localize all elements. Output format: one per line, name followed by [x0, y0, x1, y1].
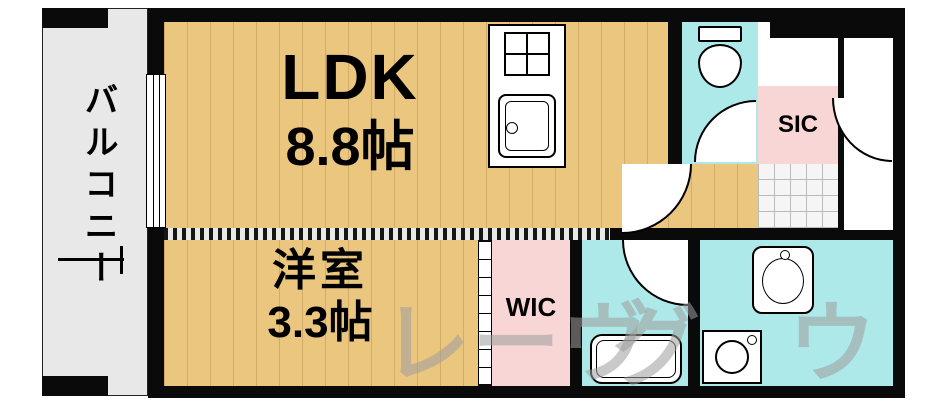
- kitchen-counter: [488, 24, 566, 168]
- window-glass-line: [153, 75, 154, 227]
- toilet-icon: [698, 26, 742, 92]
- balcony-area: [42, 8, 148, 396]
- kitchen-faucet-icon: [506, 122, 518, 134]
- vanity-sink-icon: [752, 246, 814, 314]
- balcony-window: [146, 74, 166, 228]
- balcony-label: バルコニー: [79, 82, 117, 292]
- sliding-partition: [164, 228, 610, 240]
- balcony-wall-top: [42, 8, 108, 28]
- washer-valve-icon: [747, 335, 757, 345]
- ldk-label-block: LDK 8.8帖: [180, 41, 520, 178]
- toilet-tank: [698, 26, 742, 42]
- top-right-wall: [770, 8, 905, 38]
- balcony-partition-mark-tick: [120, 246, 123, 274]
- toilet-bowl: [698, 44, 742, 88]
- washer-drum: [715, 340, 749, 374]
- room-ldk: [164, 22, 668, 228]
- room-youshitsu: [164, 240, 478, 386]
- kitchen-sink-basin: [505, 101, 549, 151]
- ldk-label: LDK: [281, 41, 419, 113]
- entry-tile-floor: [758, 164, 838, 228]
- youshitsu-label: 洋室: [272, 246, 368, 295]
- sic-label: SIC: [777, 111, 818, 138]
- washing-machine-icon: [702, 330, 762, 384]
- vanity-faucet-icon: [780, 250, 790, 260]
- room-wic: [492, 240, 570, 386]
- vanity-basin: [762, 258, 804, 304]
- balcony-wall-bottom: [42, 376, 108, 396]
- kitchen-stove-icon: [504, 32, 550, 76]
- bathtub-inner: [596, 340, 676, 378]
- window-glass-line: [159, 75, 160, 227]
- bathtub-icon: [590, 334, 682, 384]
- youshitsu-label-block: 洋室 3.3帖: [170, 246, 470, 348]
- youshitsu-size-label: 3.3帖: [267, 298, 373, 348]
- kitchen-sink-icon: [498, 94, 556, 158]
- ldk-size-label: 8.8帖: [285, 117, 415, 178]
- room-sic: SIC: [758, 86, 838, 164]
- wic-folding-door: [478, 242, 492, 384]
- balcony-partition-mark: [58, 258, 124, 261]
- wic-label: WIC: [505, 292, 557, 322]
